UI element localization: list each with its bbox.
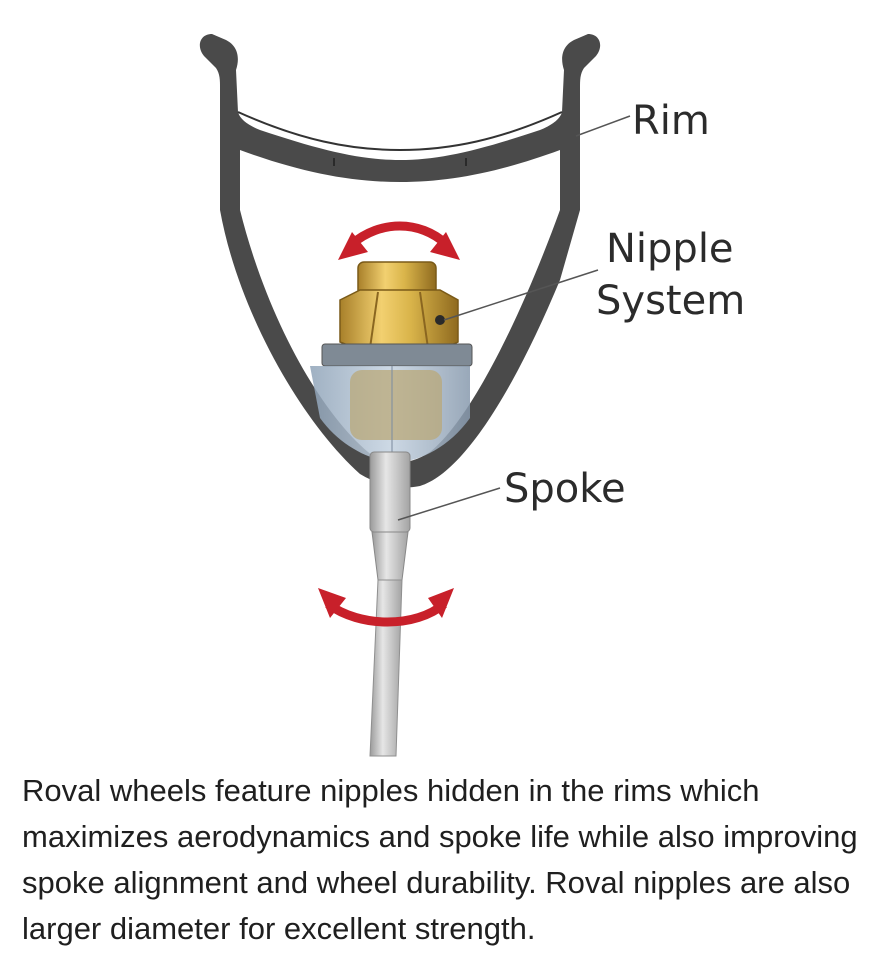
rim-leader-line xyxy=(575,115,631,137)
spoke-label: Spoke xyxy=(504,466,626,512)
rotation-arrow-bottom-icon xyxy=(318,588,454,627)
nipple-leader-line xyxy=(443,269,599,321)
rotation-arrow-top-icon xyxy=(338,221,460,260)
spoke-leader-line xyxy=(397,487,501,521)
nipple-label-line2: System xyxy=(596,278,745,324)
nipple-label-line1: Nipple xyxy=(606,226,734,272)
rim-nipple-diagram: Rim Nipple System Spoke xyxy=(199,34,745,757)
rim-label: Rim xyxy=(632,98,710,144)
spoke xyxy=(369,451,411,757)
figure-caption: Roval wheels feature nipples hidden in t… xyxy=(22,773,858,946)
nipple-system xyxy=(310,261,473,462)
